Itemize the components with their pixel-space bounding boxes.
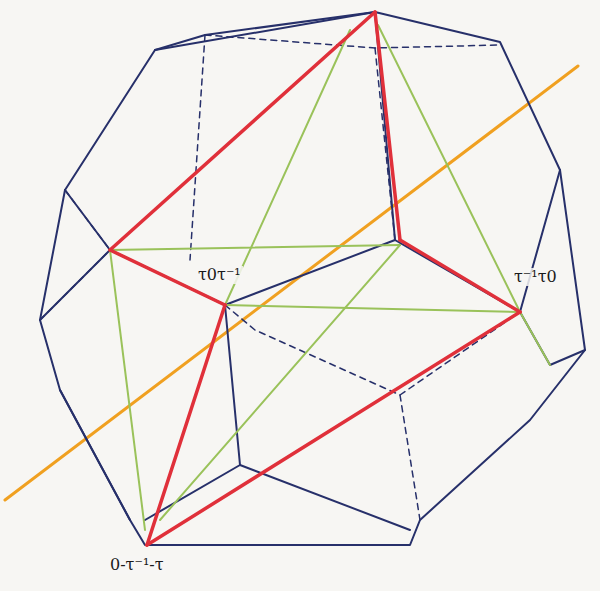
- hidden-edges: [40, 35, 520, 520]
- cube-edges: [110, 12, 520, 545]
- vertex-coordinate-label: τ0τ⁻¹: [196, 266, 243, 284]
- axis-line: [5, 66, 578, 500]
- vertex-coordinate-label: 0-τ⁻¹-τ: [108, 556, 166, 574]
- visible-edges: [40, 12, 585, 545]
- vertex-coordinate-label: τ⁻¹τ0: [512, 268, 559, 286]
